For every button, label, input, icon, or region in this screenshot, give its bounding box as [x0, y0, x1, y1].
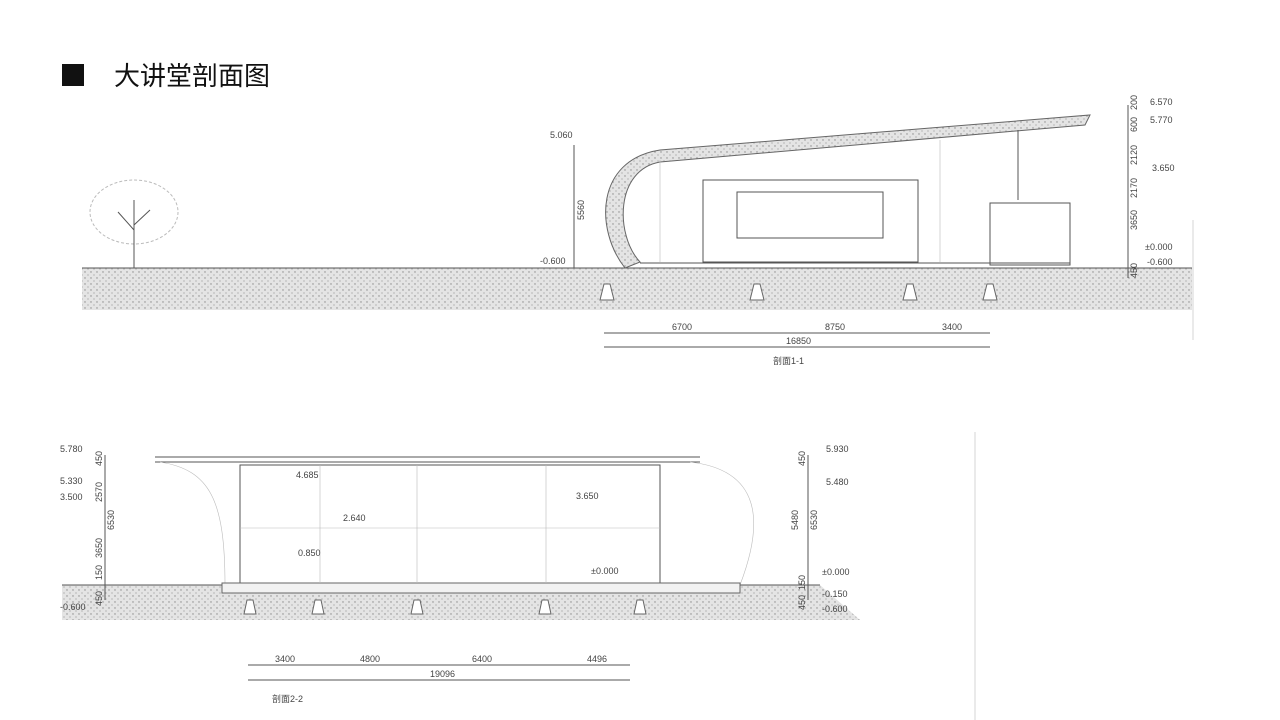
title-text: 大讲堂剖面图 [114, 62, 271, 92]
dim: 5480 [790, 510, 800, 530]
elevation: -0.600 [822, 604, 848, 614]
dim: 450 [94, 451, 104, 466]
dim: 3650 [1129, 210, 1139, 230]
elevation: ±0.000 [1145, 242, 1172, 252]
elevation: 3.500 [60, 492, 83, 502]
elevation: 5.780 [60, 444, 83, 454]
dim-total: 19096 [430, 669, 455, 679]
dim: 450 [94, 591, 104, 606]
dim: 150 [797, 575, 807, 590]
dim: 2170 [1129, 178, 1139, 198]
elevation: 2.640 [343, 513, 366, 523]
footing [749, 283, 765, 301]
section-2-2: 3400 4800 6400 4496 19096 剖面2-2 5.780 5.… [60, 432, 976, 720]
ground [82, 268, 1192, 310]
dim: 200 [1129, 95, 1139, 110]
elevation: 5.060 [550, 130, 573, 140]
section-label: 剖面1-1 [773, 355, 804, 366]
dim-total: 16850 [786, 336, 811, 346]
section-label: 剖面2-2 [272, 693, 303, 704]
footing [982, 283, 998, 301]
elevation: 6.570 [1150, 97, 1173, 107]
dim: 600 [1129, 117, 1139, 132]
slide-title: 大讲堂剖面图 [62, 56, 270, 93]
elevation: -0.600 [60, 602, 86, 612]
elevation: 5.330 [60, 476, 83, 486]
ground [62, 585, 860, 620]
roof-shell [605, 114, 1091, 269]
footing [243, 599, 257, 615]
dim: 150 [94, 565, 104, 580]
dim: 6530 [809, 510, 819, 530]
dim: 3400 [942, 322, 962, 332]
dim: 3650 [94, 538, 104, 558]
footing [311, 599, 325, 615]
dim: 6530 [106, 510, 116, 530]
dim: 450 [1129, 263, 1139, 278]
dim: 450 [797, 595, 807, 610]
dim: 2120 [1129, 145, 1139, 165]
footing [633, 599, 647, 615]
elevation: 5.480 [826, 477, 849, 487]
footing [902, 283, 918, 301]
dim: 6700 [672, 322, 692, 332]
dim: 6400 [472, 654, 492, 664]
elevation: 5.930 [826, 444, 849, 454]
footing [538, 599, 552, 615]
box [702, 179, 919, 263]
elevation: -0.150 [822, 589, 848, 599]
dim: 5560 [576, 200, 586, 220]
dim: 3400 [275, 654, 295, 664]
footing [410, 599, 424, 615]
elevation: -0.600 [1147, 257, 1173, 267]
elevation: ±0.000 [822, 567, 849, 577]
elevation: 5.770 [1150, 115, 1173, 125]
bullet-square-icon [62, 63, 84, 86]
footing [599, 283, 615, 301]
elevation: 3.650 [1152, 163, 1175, 173]
dim: 4800 [360, 654, 380, 664]
elevation: 0.850 [298, 548, 321, 558]
section-1-1: 6700 8750 3400 16850 剖面1-1 5.060 -0.600 … [82, 95, 1194, 366]
elevation: 4.685 [296, 470, 319, 480]
dim: 4496 [587, 654, 607, 664]
dim: 2570 [94, 482, 104, 502]
dim: 8750 [825, 322, 845, 332]
tree [89, 179, 179, 268]
elevation: 3.650 [576, 491, 599, 501]
elevation: ±0.000 [591, 566, 618, 576]
elevation: -0.600 [540, 256, 566, 266]
dim: 450 [797, 451, 807, 466]
